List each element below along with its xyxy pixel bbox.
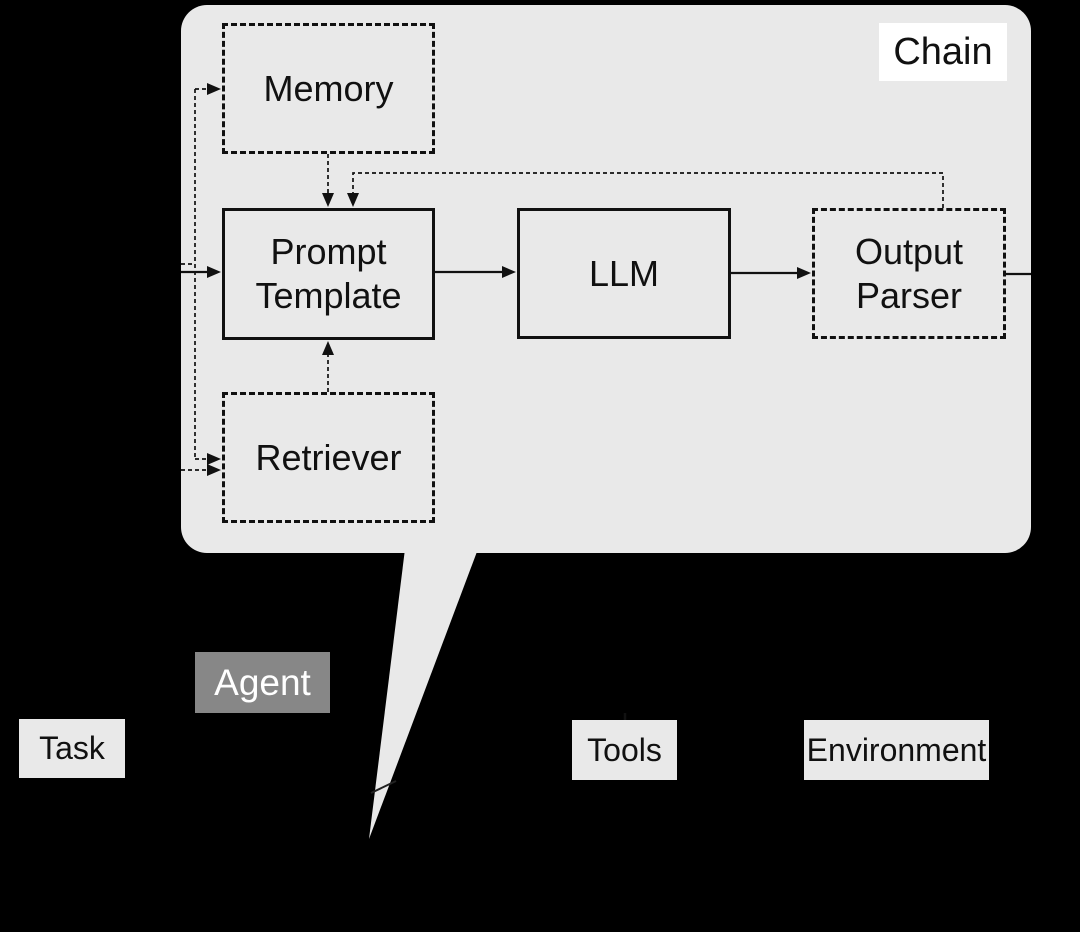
node-prompt-template: Prompt Template	[222, 208, 435, 340]
node-llm: LLM	[517, 208, 731, 339]
node-llm-label: LLM	[588, 252, 660, 294]
chain-title-label: Chain	[893, 30, 993, 73]
environment-label: Environment	[806, 731, 987, 768]
node-output-parser: Output Parser	[812, 208, 1006, 339]
agent-label: Agent	[214, 661, 311, 703]
task-label: Task	[39, 730, 105, 766]
environment-box: Environment	[804, 720, 989, 780]
node-prompt-template-label: Prompt Template	[255, 231, 402, 316]
node-retriever: Retriever	[222, 392, 435, 523]
chain-title-badge: Chain	[879, 23, 1007, 81]
tools-box: Tools	[572, 720, 677, 780]
tools-label: Tools	[587, 731, 662, 768]
node-output-parser-label: Output Parser	[854, 230, 964, 316]
node-memory-label: Memory	[263, 67, 394, 109]
node-memory: Memory	[222, 23, 435, 154]
task-box: Task	[19, 719, 125, 778]
agent-box: Agent	[195, 652, 330, 713]
crossing-edge-segment	[370, 780, 397, 794]
callout-tail	[369, 549, 478, 839]
node-retriever-label: Retriever	[255, 436, 402, 478]
